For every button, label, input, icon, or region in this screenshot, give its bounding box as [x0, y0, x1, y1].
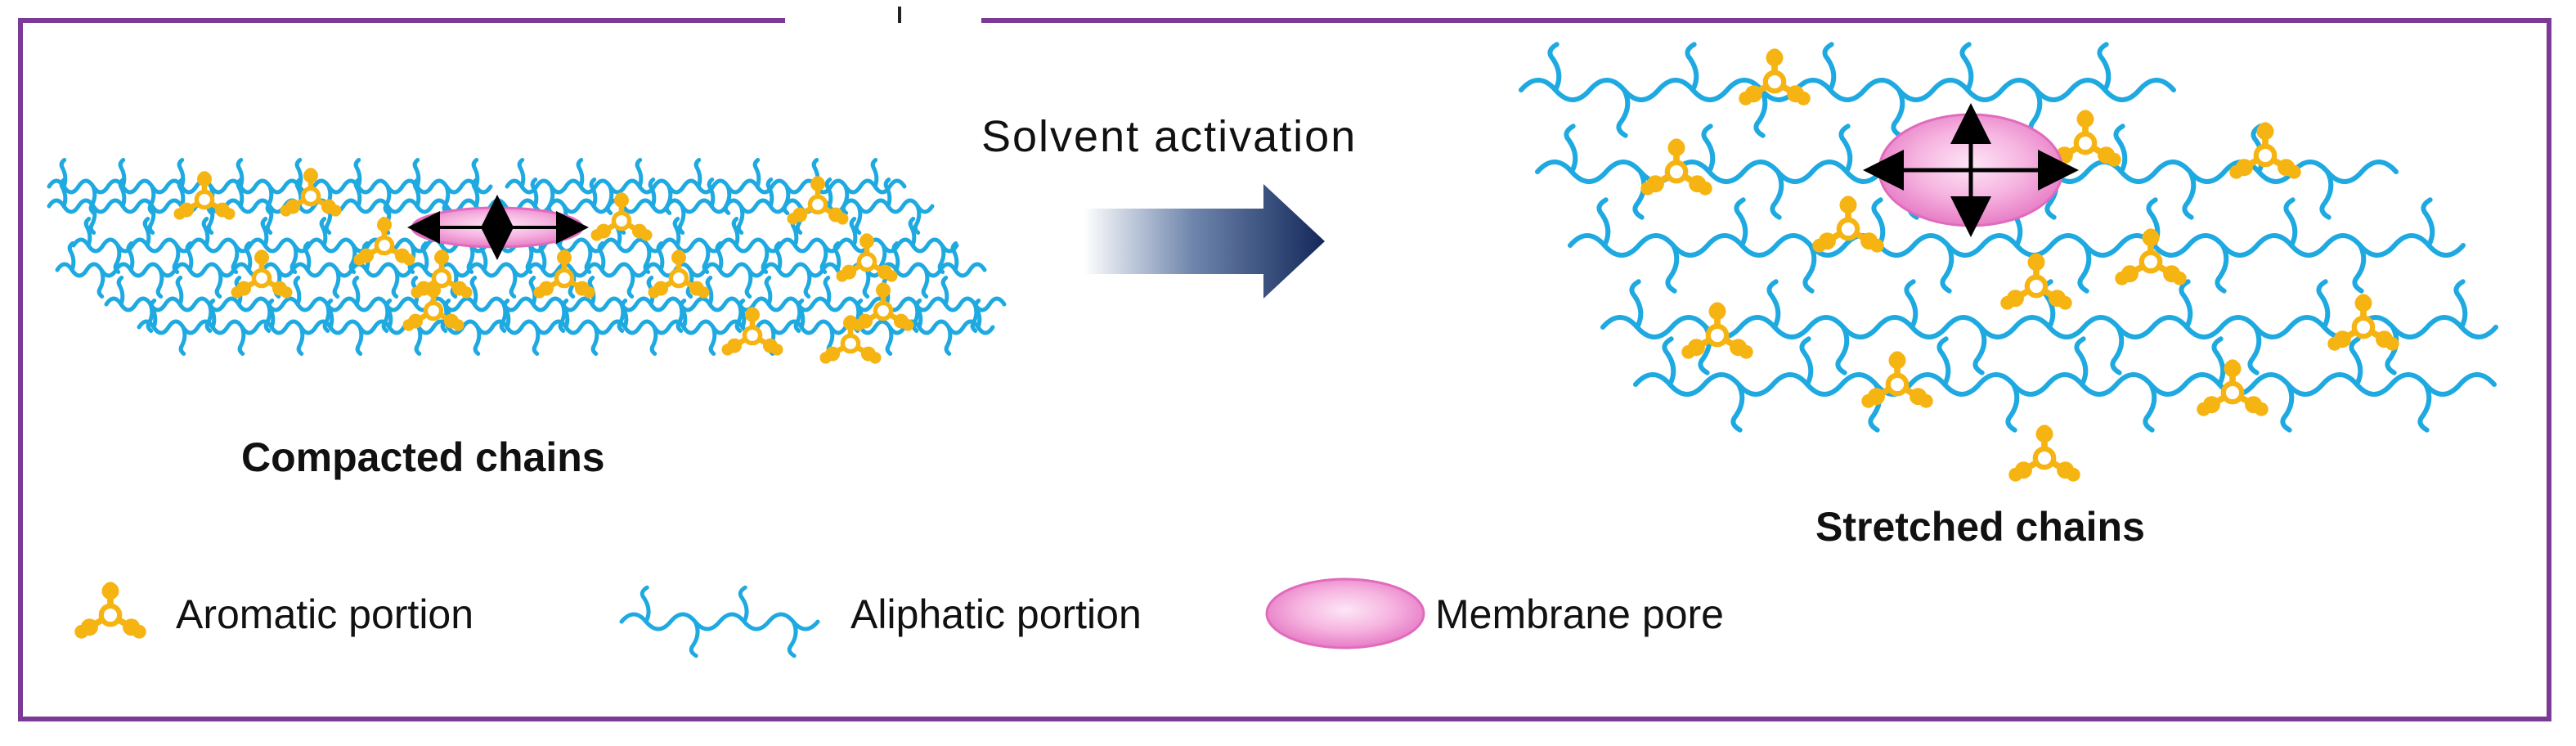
aromatic-unit: [533, 249, 595, 299]
aromatic-unit: [280, 168, 342, 217]
stretched-aliphatic-chains: [1519, 42, 2498, 433]
aromatic-unit: [1681, 302, 1753, 359]
aromatic-unit: [402, 282, 464, 331]
aromatic-unit: [74, 582, 146, 639]
caption-compacted: Compacted chains: [241, 434, 605, 480]
legend-aromatic-symbol: [74, 582, 146, 639]
legend-aromatic-label: Aromatic portion: [176, 591, 474, 637]
compacted-aromatic-units: [173, 168, 914, 364]
aromatic-unit: [787, 176, 849, 225]
solvent-activation-arrow: [1084, 184, 1325, 299]
aromatic-unit: [1739, 48, 1811, 106]
membrane-pore-small: [407, 195, 589, 260]
legend-pore-label: Membrane pore: [1435, 591, 1724, 637]
legend-aliphatic-symbol: [619, 585, 820, 658]
stretched-aromatic-units: [1640, 48, 2399, 482]
arrow-label: Solvent activation: [981, 112, 1358, 161]
aromatic-unit: [2327, 294, 2399, 351]
aromatic-unit: [819, 315, 882, 364]
aromatic-unit: [1861, 351, 1933, 408]
legend-aliphatic-label: Aliphatic portion: [850, 591, 1142, 637]
aromatic-unit: [648, 249, 710, 299]
aromatic-unit: [836, 233, 898, 282]
aromatic-unit: [1640, 138, 1712, 195]
aliphatic-chain: [1633, 336, 2497, 433]
aromatic-unit: [353, 217, 415, 266]
aromatic-unit: [721, 307, 783, 356]
aromatic-unit: [2115, 228, 2187, 285]
aromatic-unit: [2229, 122, 2301, 179]
frame-gap: [785, 15, 981, 26]
legend-pore-symbol: [1265, 577, 1425, 649]
aromatic-unit: [590, 192, 653, 241]
aliphatic-chain: [55, 241, 987, 299]
aliphatic-chain: [505, 158, 907, 215]
aromatic-unit: [173, 171, 236, 220]
membrane-pore-large: [1863, 103, 2079, 237]
diagram-frame: [18, 18, 2551, 721]
aliphatic-chain: [1519, 42, 2176, 138]
aromatic-unit: [852, 282, 914, 331]
aromatic-unit: [231, 249, 293, 299]
caption-stretched: Stretched chains: [1815, 504, 2145, 550]
aromatic-unit: [1812, 195, 1884, 253]
aromatic-unit: [2000, 253, 2072, 310]
compacted-aliphatic-chains: [47, 158, 1007, 356]
aromatic-unit: [2197, 359, 2269, 416]
frame-tick: [898, 7, 901, 23]
aliphatic-chain: [619, 585, 820, 658]
aromatic-unit: [2008, 425, 2080, 482]
